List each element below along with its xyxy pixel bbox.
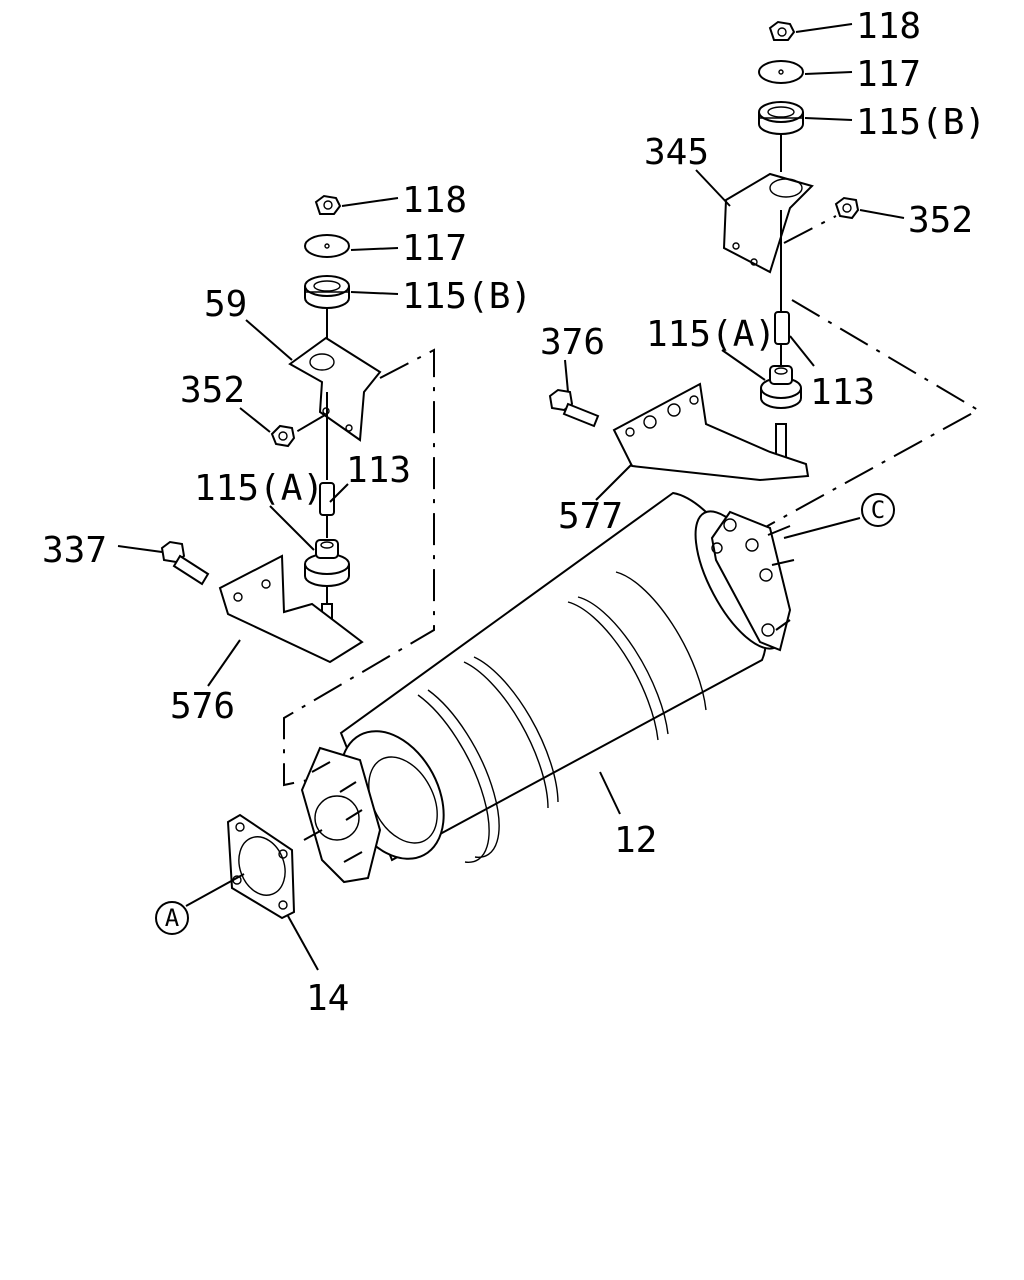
label-14: 14 xyxy=(306,978,349,1019)
label-337: 337 xyxy=(42,530,107,571)
label-352-right: 352 xyxy=(908,200,973,241)
callout-a-label: A xyxy=(165,904,180,932)
label-113-left: 113 xyxy=(346,450,411,491)
label-117-right: 117 xyxy=(856,54,921,95)
label-352-left: 352 xyxy=(180,370,245,411)
leader-lines xyxy=(117,23,905,971)
label-345: 345 xyxy=(644,132,709,173)
label-59: 59 xyxy=(204,284,247,325)
label-118-right: 118 xyxy=(856,6,921,47)
label-117-left: 117 xyxy=(402,228,467,269)
callout-c-label: C xyxy=(871,496,885,524)
label-577: 577 xyxy=(558,496,623,537)
label-576: 576 xyxy=(170,686,235,727)
label-115a-right: 115(A) xyxy=(646,314,776,355)
label-12: 12 xyxy=(614,820,657,861)
callout-c: C xyxy=(861,493,895,527)
right-mount-assembly xyxy=(548,20,860,482)
muffler xyxy=(300,491,795,884)
label-118-left: 118 xyxy=(402,180,467,221)
assembly-boundary-lines xyxy=(283,215,981,787)
part-labels: 118 117 115(B) 345 352 376 115(A) 113 57… xyxy=(42,6,986,1019)
label-376: 376 xyxy=(540,322,605,363)
left-mount-assembly xyxy=(160,194,382,664)
callout-a: A xyxy=(155,901,189,935)
gasket xyxy=(226,813,296,920)
label-115b-right: 115(B) xyxy=(856,102,986,143)
label-113-right: 113 xyxy=(810,372,875,413)
label-115b-left: 115(B) xyxy=(402,276,532,317)
label-115a-left: 115(A) xyxy=(194,468,324,509)
